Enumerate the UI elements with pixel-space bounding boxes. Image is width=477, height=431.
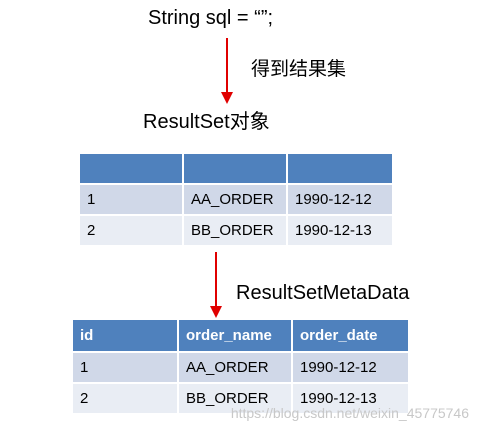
code-line: String sql = “”; — [148, 7, 274, 29]
column-header — [286, 152, 394, 185]
column-header — [78, 152, 184, 185]
table-cell: 1990-12-13 — [286, 214, 394, 247]
column-header: id — [71, 318, 179, 353]
table-cell: BB_ORDER — [182, 214, 288, 247]
resultset-label: ResultSet对象 — [143, 111, 270, 133]
step-label: 得到结果集 — [251, 59, 347, 80]
watermark: https://blog.csdn.net/weixin_45775746 — [230, 405, 469, 421]
table-cell: 1 — [78, 183, 184, 216]
table-cell: 1 — [71, 351, 179, 384]
resultset-table: 1 AA_ORDER 1990-12-12 2 BB_ORDER 1990-12… — [78, 152, 394, 247]
table-cell: 1990-12-12 — [286, 183, 394, 216]
down-arrow-icon — [221, 38, 233, 104]
column-header — [182, 152, 288, 185]
column-header: order_date — [291, 318, 410, 353]
table-cell: 1990-12-13 — [291, 382, 410, 415]
down-arrow-icon — [210, 252, 222, 318]
table-row: 2 BB_ORDER 1990-12-13 — [71, 382, 410, 415]
table-cell: 2 — [71, 382, 179, 415]
metadata-table: id order_name order_date 1 AA_ORDER 1990… — [71, 318, 410, 415]
table-cell: AA_ORDER — [182, 183, 288, 216]
table-header-row — [78, 152, 394, 185]
table-header-row: id order_name order_date — [71, 318, 410, 353]
metadata-label: ResultSetMetaData — [236, 282, 410, 304]
column-header: order_name — [177, 318, 293, 353]
table-cell: AA_ORDER — [177, 351, 293, 384]
table-cell: 2 — [78, 214, 184, 247]
table-row: 1 AA_ORDER 1990-12-12 — [78, 183, 394, 216]
table-row: 1 AA_ORDER 1990-12-12 — [71, 351, 410, 384]
table-cell: BB_ORDER — [177, 382, 293, 415]
table-row: 2 BB_ORDER 1990-12-13 — [78, 214, 394, 247]
table-cell: 1990-12-12 — [291, 351, 410, 384]
